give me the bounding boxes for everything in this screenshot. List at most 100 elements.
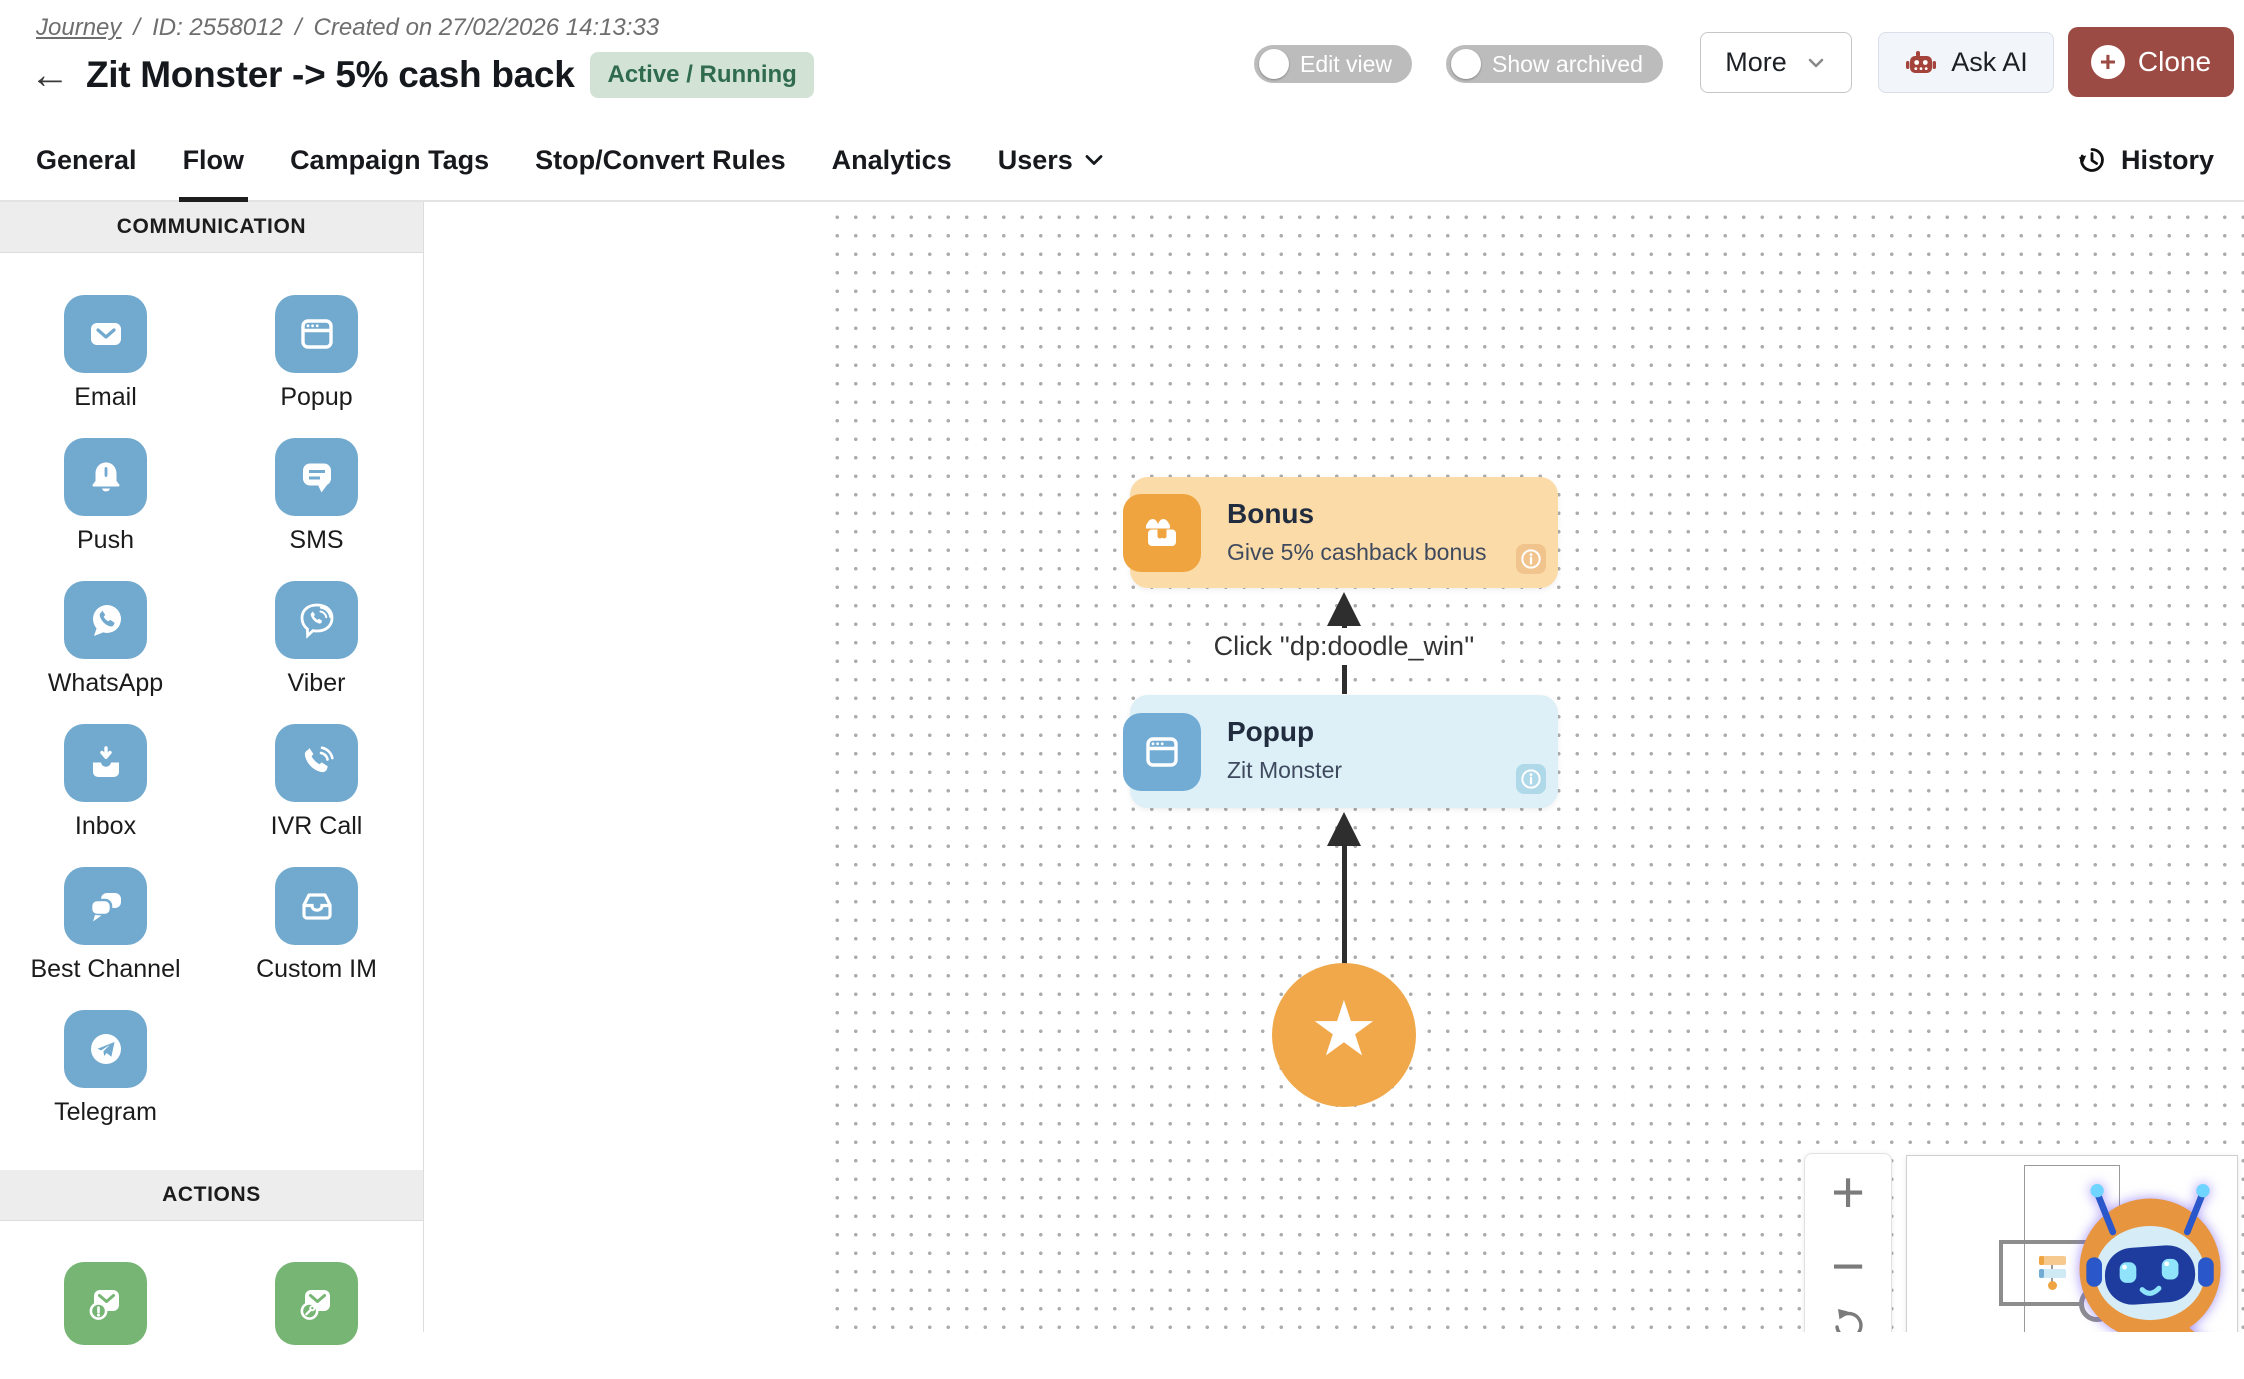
ask-ai-button-label: Ask AI [1951, 47, 2028, 78]
breadcrumb: Journey / ID: 2558012 / Created on 27/02… [36, 14, 659, 42]
tab-bar: General Flow Campaign Tags Stop/Convert … [0, 120, 2244, 202]
page-title: Zit Monster -> 5% cash back [86, 54, 574, 96]
clone-button-label: Clone [2138, 46, 2211, 78]
palette-item-inbox[interactable]: Inbox [0, 724, 211, 841]
star-icon: ★ [1310, 992, 1378, 1068]
inbox-icon [64, 724, 147, 802]
edit-view-toggle-label: Edit view [1300, 51, 1392, 78]
more-button-label: More [1725, 47, 1787, 78]
chatbot-avatar-icon [2054, 1177, 2244, 1332]
breadcrumb-journey-link[interactable]: Journey [36, 14, 121, 42]
whatsapp-icon [64, 581, 147, 659]
palette-item-label: Best Channel [30, 955, 180, 984]
telegram-icon [64, 1010, 147, 1088]
gift-icon [1123, 494, 1201, 572]
header: Journey / ID: 2558012 / Created on 27/02… [0, 0, 2244, 120]
chatbot-avatar[interactable] [2054, 1177, 2244, 1332]
tab-stop-convert-rules[interactable]: Stop/Convert Rules [535, 120, 786, 200]
palette-item-label: Popup [280, 383, 352, 412]
palette-item-label: Custom IM [256, 955, 377, 984]
palette-item-label: SMS [289, 526, 343, 555]
tab-users[interactable]: Users [998, 120, 1105, 200]
redo-button[interactable] [1805, 1302, 1891, 1332]
palette-item-label: Push [77, 526, 134, 555]
chevron-down-icon [1083, 149, 1105, 171]
history-label: History [2121, 145, 2214, 176]
edge-condition-label: Click ''dp:doodle_win'' [1198, 628, 1491, 665]
redo-icon [1826, 1302, 1870, 1332]
palette-item-message-settings[interactable] [211, 1262, 422, 1379]
palette-item-custom-im[interactable]: Custom IM [211, 867, 422, 984]
history-icon [2076, 144, 2108, 176]
palette-item-sms[interactable]: SMS [211, 438, 422, 555]
flow-canvas[interactable]: Click ''dp:doodle_win'' Bonus Give 5% ca… [424, 202, 2244, 1332]
palette-item-label: Telegram [54, 1098, 157, 1127]
tab-analytics[interactable]: Analytics [832, 120, 952, 200]
popup-window-icon [275, 295, 358, 373]
bell-icon [64, 438, 147, 516]
breadcrumb-created: Created on 27/02/2026 14:13:33 [314, 14, 660, 42]
edit-view-toggle[interactable]: Edit view [1254, 45, 1412, 83]
edge-arrowhead [1327, 812, 1361, 846]
toggle-knob [1259, 49, 1289, 79]
tab-general[interactable]: General [36, 120, 137, 200]
message-alert-icon [64, 1262, 147, 1345]
communication-section-header: COMMUNICATION [0, 202, 423, 253]
breadcrumb-separator: / [295, 14, 302, 42]
palette-item-label: Inbox [75, 812, 136, 841]
robot-icon [1904, 46, 1938, 80]
show-archived-toggle[interactable]: Show archived [1446, 45, 1663, 83]
email-icon [64, 295, 147, 373]
more-button[interactable]: More [1700, 32, 1852, 93]
palette-item-label: Viber [288, 669, 346, 698]
zoom-out-button[interactable]: − [1805, 1238, 1891, 1296]
palette-item-telegram[interactable]: Telegram [0, 1010, 211, 1127]
palette-item-whatsapp[interactable]: WhatsApp [0, 581, 211, 698]
canvas-zoom-panel: + − [1804, 1153, 1892, 1332]
palette-item-viber[interactable]: Viber [211, 581, 422, 698]
flow-node-bonus[interactable]: Bonus Give 5% cashback bonus [1130, 477, 1558, 588]
node-subtitle: Zit Monster [1227, 757, 1512, 784]
viber-icon [275, 581, 358, 659]
message-settings-icon [275, 1262, 358, 1345]
tab-campaign-tags[interactable]: Campaign Tags [290, 120, 489, 200]
edge-line [1342, 846, 1347, 964]
status-badge: Active / Running [590, 52, 813, 98]
chat-bubble-icon [275, 438, 358, 516]
communication-palette: Email Popup Push [0, 295, 422, 1127]
ask-ai-button[interactable]: Ask AI [1878, 32, 2054, 93]
palette-item-ivr-call[interactable]: IVR Call [211, 724, 422, 841]
zoom-in-button[interactable]: + [1805, 1164, 1891, 1222]
palette-item-push[interactable]: Push [0, 438, 211, 555]
info-icon[interactable] [1516, 544, 1546, 574]
show-archived-toggle-label: Show archived [1492, 51, 1643, 78]
palette-item-label: WhatsApp [48, 669, 163, 698]
tab-flow[interactable]: Flow [183, 120, 245, 200]
actions-palette [0, 1262, 422, 1379]
popup-window-icon [1123, 713, 1201, 791]
actions-section-header: ACTIONS [0, 1170, 423, 1221]
channels-icon [64, 867, 147, 945]
flow-node-popup[interactable]: Popup Zit Monster [1130, 695, 1558, 808]
node-palette-sidebar: COMMUNICATION Email Popup [0, 202, 424, 1332]
tab-users-label: Users [998, 145, 1073, 176]
palette-item-message-alert[interactable] [0, 1262, 211, 1379]
palette-item-email[interactable]: Email [0, 295, 211, 412]
edge-arrowhead [1327, 592, 1361, 626]
palette-item-best-channel[interactable]: Best Channel [0, 867, 211, 984]
info-icon[interactable] [1516, 764, 1546, 794]
node-subtitle: Give 5% cashback bonus [1227, 539, 1512, 566]
flow-start-node[interactable]: ★ [1272, 963, 1416, 1107]
plus-circle-icon: + [2091, 45, 2125, 79]
history-button[interactable]: History [2076, 120, 2214, 200]
breadcrumb-separator: / [133, 14, 140, 42]
palette-item-popup[interactable]: Popup [211, 295, 422, 412]
clone-button[interactable]: + Clone [2068, 27, 2234, 97]
breadcrumb-id: ID: 2558012 [152, 14, 283, 42]
back-arrow-icon[interactable]: ← [30, 55, 70, 95]
chevron-down-icon [1805, 52, 1827, 74]
palette-item-label: IVR Call [271, 812, 363, 841]
custom-im-icon [275, 867, 358, 945]
node-title: Popup [1227, 716, 1512, 748]
node-title: Bonus [1227, 498, 1512, 530]
